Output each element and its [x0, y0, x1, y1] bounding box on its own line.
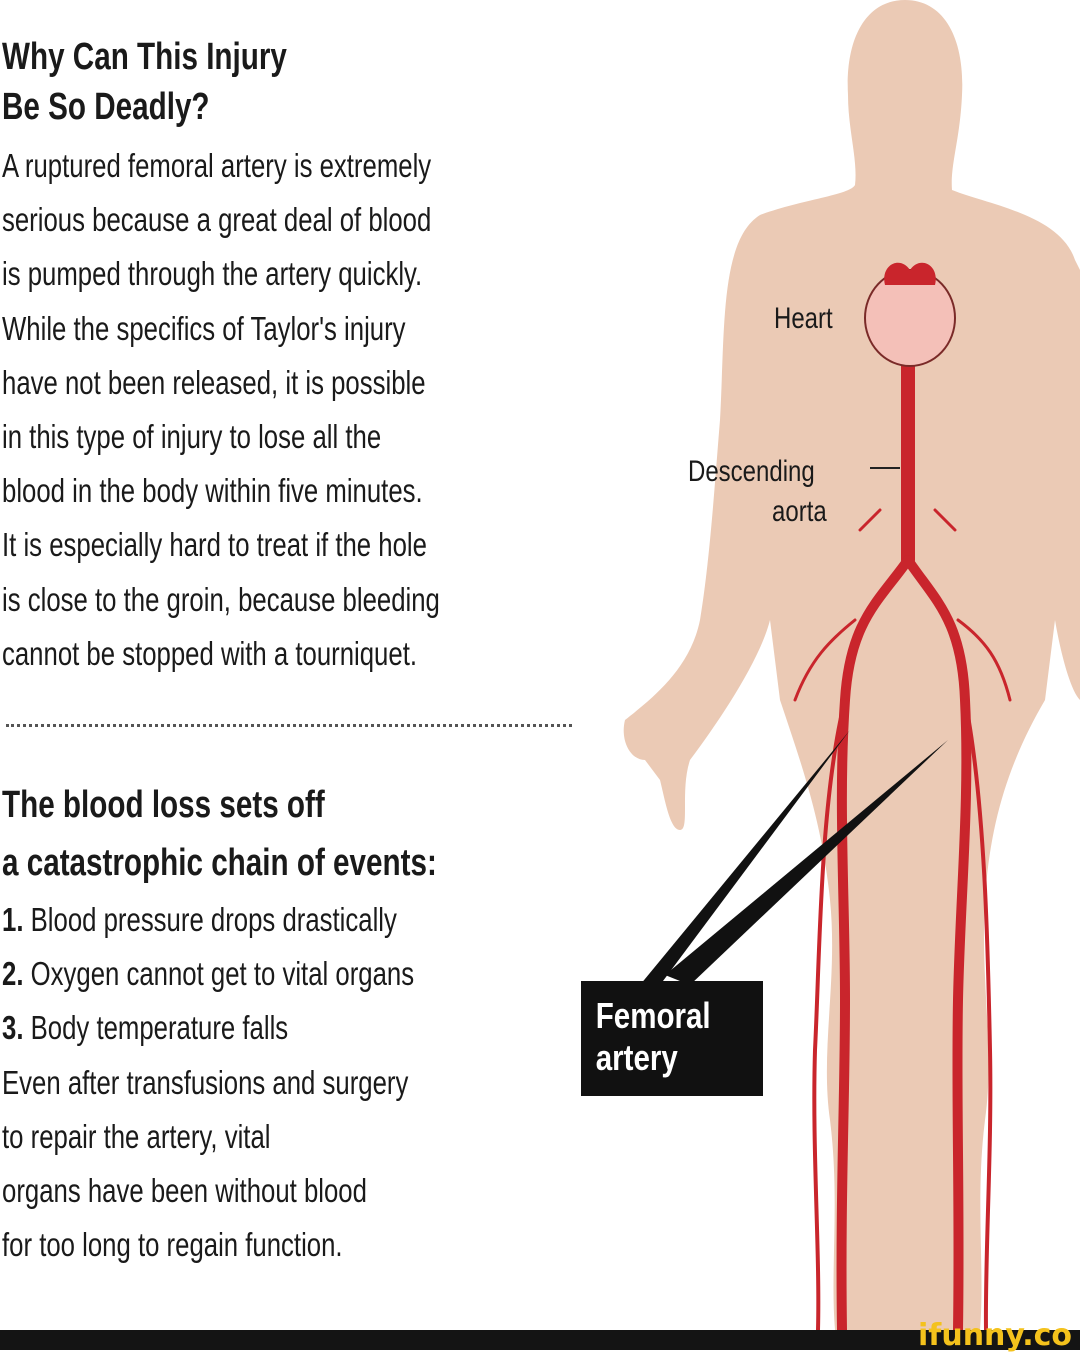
artery-network [793, 293, 1012, 1335]
intro-paragraph: A ruptured femoral artery is extremely s… [2, 139, 440, 681]
event-number: 1. [2, 901, 24, 938]
aorta-label-line: aorta [772, 495, 827, 528]
aorta-label-line: Descending [688, 455, 815, 488]
femoral-pointer [640, 730, 850, 985]
text-line: cannot be stopped with a tourniquet. [2, 634, 417, 672]
event-text: Body temperature falls [30, 1009, 289, 1047]
event-text: Oxygen cannot get to vital organs [30, 955, 415, 993]
heart-label: Heart [774, 302, 833, 335]
text-line: for too long to regain function. [2, 1226, 343, 1264]
text-line: blood in the body within five minutes. [2, 472, 423, 510]
text-line: have not been released, it is possible [2, 363, 426, 401]
text-line: Even after transfusions and surgery [2, 1063, 409, 1101]
divider [6, 724, 572, 727]
text-line: A ruptured femoral artery is extremely [2, 147, 432, 184]
text-line: serious because a great deal of blood [2, 201, 432, 239]
event-item: 2. Oxygen cannot get to vital organs [2, 947, 414, 1001]
femoral-artery-label: Femoral artery [581, 981, 763, 1096]
text-line: is close to the groin, because bleeding [2, 580, 440, 618]
text-line: It is especially hard to treat if the ho… [2, 526, 427, 564]
aorta-label: Descending aorta [688, 452, 827, 532]
femoral-pointer [665, 740, 948, 985]
event-item: 1. Blood pressure drops drastically [2, 893, 414, 947]
event-number: 3. [2, 1009, 24, 1047]
event-text: Blood pressure drops drastically [30, 901, 397, 938]
event-item: 3. Body temperature falls [2, 1001, 414, 1055]
heading-line: Be So Deadly? [2, 86, 210, 128]
femoral-label-line: artery [595, 1037, 678, 1078]
footer-bar [0, 1330, 1080, 1350]
events-list: 1. Blood pressure drops drastically 2. O… [2, 893, 414, 1272]
subheading: The blood loss sets off a catastrophic c… [2, 776, 437, 892]
text-line: in this type of injury to lose all the [2, 418, 382, 456]
text-line: to repair the artery, vital [2, 1117, 271, 1155]
femoral-label-line: Femoral [595, 995, 711, 1036]
text-line: organs have been without blood [2, 1172, 367, 1210]
subheading-line: The blood loss sets off [2, 784, 325, 826]
subheading-line: a catastrophic chain of events: [2, 842, 437, 884]
text-line: is pumped through the artery quickly. [2, 255, 423, 293]
text-line: While the specifics of Taylor's injury [2, 309, 406, 347]
ifunny-watermark: ifunny.co [918, 1318, 1072, 1353]
heading-line: Why Can This Injury [2, 36, 287, 78]
event-number: 2. [2, 955, 24, 993]
heading: Why Can This Injury Be So Deadly? [2, 32, 287, 132]
heart-illustration [864, 262, 956, 367]
